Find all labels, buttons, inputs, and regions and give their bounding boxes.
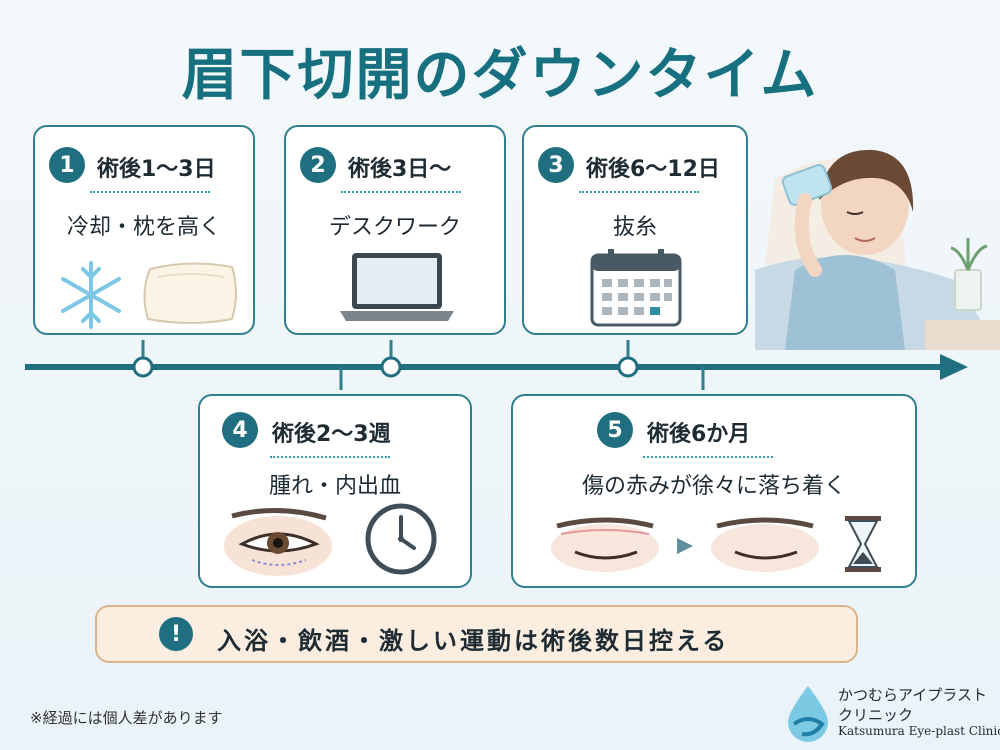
- step-description-2: デスクワーク: [328, 215, 461, 240]
- step-divider-5: [643, 456, 773, 458]
- snowflake-icon: [61, 261, 121, 329]
- step-heading-1: 術後1～3日: [97, 157, 216, 182]
- clinic-name-english: Katsumura Eye-plast Clinic: [838, 724, 1000, 738]
- step-number-4: 4: [222, 412, 258, 448]
- page-title: 眉下切開のダウンタイム: [181, 43, 819, 108]
- step-description-3: 抜糸: [612, 215, 657, 240]
- step-divider-4: [270, 456, 390, 458]
- resting-woman-illustration: [755, 149, 1000, 350]
- step-divider-3: [579, 191, 699, 193]
- step-divider-1: [90, 191, 210, 193]
- step-number-1: 1: [49, 147, 85, 183]
- laptop-icon: [340, 253, 454, 321]
- step-heading-3: 術後6～12日: [586, 157, 720, 182]
- swollen-eye-icon: [224, 508, 332, 576]
- timeline: [25, 340, 968, 390]
- step-description-5: 傷の赤みが徐々に落ち着く: [581, 474, 846, 499]
- step-number-2: 2: [300, 147, 336, 183]
- clinic-name-line2: クリニック: [838, 706, 914, 724]
- caution-note: ! 入浴・飲酒・激しい運動は術後数日控える: [95, 605, 858, 663]
- healed-eye-icon: [711, 517, 819, 572]
- step-card-2: 2 術後3日～ デスクワーク: [284, 125, 506, 335]
- timeline-node-1: [132, 356, 154, 378]
- step-divider-2: [341, 191, 461, 193]
- footnote: ※経過には個人差があります: [30, 709, 223, 727]
- arrow-right-icon: [677, 538, 693, 554]
- clinic-name-line1: かつむらアイプラスト: [838, 686, 987, 704]
- step-card-3: 3 術後6～12日 抜糸: [522, 125, 748, 335]
- water-drop-icon: [788, 686, 828, 742]
- calendar-icon: [590, 249, 682, 327]
- caution-text: 入浴・飲酒・激しい運動は術後数日控える: [217, 627, 730, 655]
- timeline-node-3: [617, 356, 639, 378]
- step-number-5: 5: [597, 412, 633, 448]
- exclamation-icon: !: [159, 617, 193, 651]
- hourglass-icon: [845, 516, 881, 572]
- scarred-eye-icon: [551, 517, 659, 572]
- step-heading-5: 術後6か月: [647, 422, 751, 447]
- step-description-1: 冷却・枕を高く: [66, 215, 221, 240]
- clinic-logo: かつむらアイプラスト クリニック Katsumura Eye-plast Cli…: [780, 682, 1000, 744]
- step-card-4: 4 術後2～3週 腫れ・内出血: [198, 394, 472, 588]
- step-card-5: 5 術後6か月 傷の赤みが徐々に落ち着く: [511, 394, 917, 588]
- step-heading-4: 術後2～3週: [272, 422, 391, 447]
- step-card-1: 1 術後1～3日 冷却・枕を高く: [33, 125, 255, 335]
- timeline-arrowhead: [940, 354, 968, 380]
- step-number-3: 3: [538, 147, 574, 183]
- step-heading-2: 術後3日～: [348, 157, 452, 182]
- pillow-icon: [143, 262, 237, 324]
- timeline-node-2: [380, 356, 402, 378]
- step-description-4: 腫れ・内出血: [268, 474, 401, 499]
- clock-icon: [365, 503, 437, 575]
